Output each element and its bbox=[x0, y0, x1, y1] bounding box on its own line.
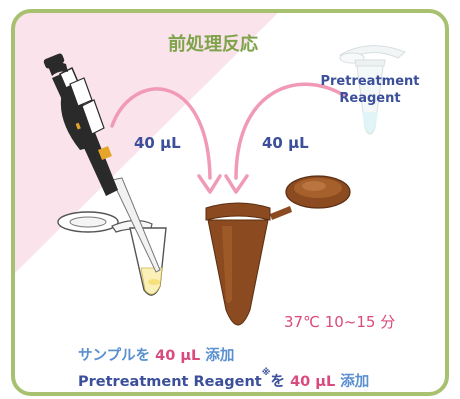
panel-frame bbox=[11, 9, 449, 396]
reaction-tube-icon bbox=[205, 175, 351, 326]
instruction-sample-suffix: 添加 bbox=[200, 348, 235, 364]
arrow-from-sample bbox=[110, 87, 212, 180]
instruction-sample: サンプルを 40 µL 添加 bbox=[78, 344, 234, 365]
incubation-condition: 37℃ 10~15 分 bbox=[284, 313, 396, 331]
instruction-sample-volume: 40 µL bbox=[155, 348, 201, 364]
instruction-reagent-suffix: 添加 bbox=[335, 374, 370, 390]
sample-volume-label: 40 µL bbox=[134, 134, 181, 152]
pink-diagonal-band bbox=[13, 11, 280, 275]
arrow-from-reagent-head bbox=[224, 174, 249, 194]
footnote-mark: ※ bbox=[261, 368, 271, 378]
pipette-icon bbox=[43, 53, 161, 273]
diagram-title: 前処理反応 bbox=[168, 34, 258, 55]
arrow-from-sample-head bbox=[197, 174, 222, 194]
instruction-reagent-volume: 40 µL bbox=[290, 374, 336, 390]
instruction-reagent-prefix: Pretreatment Reagent bbox=[78, 374, 262, 390]
reagent-tube-icon bbox=[339, 45, 406, 135]
reagent-volume-label: 40 µL bbox=[262, 134, 309, 152]
instruction-sample-prefix: サンプルを bbox=[78, 348, 156, 364]
sample-tube-icon bbox=[57, 211, 167, 296]
instruction-reagent: Pretreatment Reagent※を 40 µL 添加 bbox=[78, 368, 370, 391]
instruction-reagent-particle: を bbox=[270, 374, 291, 390]
reagent-label: Pretreatment Reagent bbox=[320, 74, 420, 106]
arrow-from-reagent bbox=[234, 82, 347, 180]
